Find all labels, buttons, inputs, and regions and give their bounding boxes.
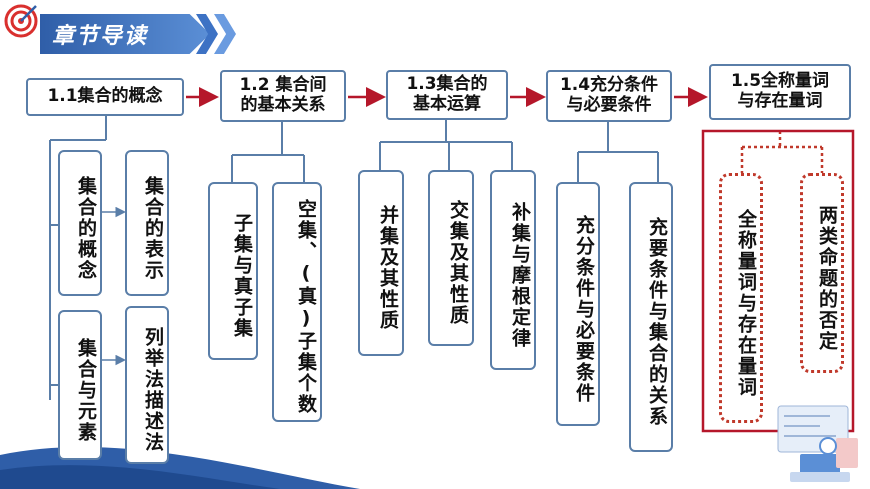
- subtopic-iff-relation: 充要条件与集合的关系: [629, 182, 673, 452]
- subtopic-set-concept: 集合的概念: [58, 150, 102, 296]
- math-decoration-icon: [777, 405, 858, 482]
- section-1-5: 1.5全称量词 与存在量词: [709, 64, 851, 120]
- subtopic-quantifiers: 全称量词与存在量词: [719, 173, 763, 423]
- subtopic-complement: 补集与摩根定律: [490, 170, 536, 370]
- target-icon: [4, 4, 38, 38]
- section-1-2: 1.2 集合间 的基本关系: [220, 70, 346, 122]
- page-title: 章节导读: [52, 24, 149, 49]
- subtopic-set-representation: 集合的表示: [125, 150, 169, 296]
- section-1-4: 1.4充分条件 与必要条件: [546, 70, 672, 122]
- subtopic-set-and-element: 集合与元素: [58, 310, 102, 460]
- subtopic-subset: 子集与真子集: [208, 182, 258, 360]
- header-banner: [40, 14, 210, 54]
- subtopic-sufficient-necessary: 充分条件与必要条件: [556, 182, 600, 426]
- subtopic-intersection: 交集及其性质: [428, 170, 474, 346]
- subtopic-empty-set-count: 空集、(真)子集个数: [272, 182, 322, 422]
- subtopic-listing-description: 列举法描述法: [125, 306, 169, 464]
- subtopic-negation: 两类命题的否定: [800, 173, 844, 373]
- subtopic-union: 并集及其性质: [358, 170, 404, 356]
- section-1-3: 1.3集合的 基本运算: [386, 70, 508, 120]
- section-1-1: 1.1集合的概念: [26, 78, 184, 116]
